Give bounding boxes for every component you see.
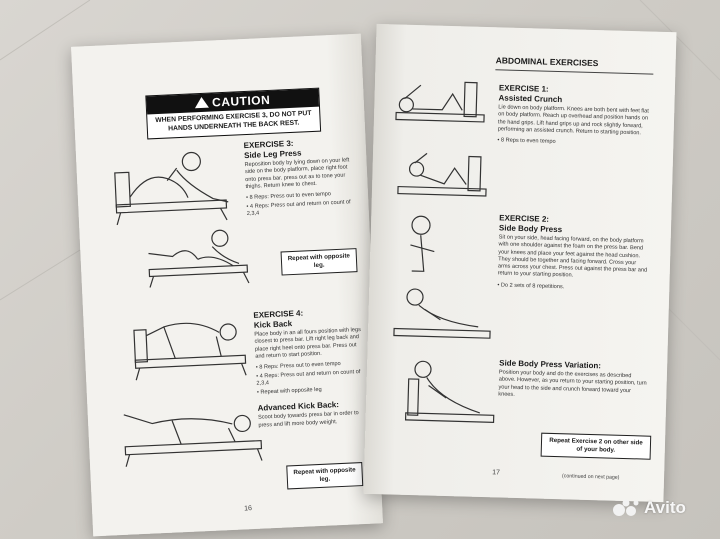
- exercise-1-body: Lie down on body platform. Knees are bot…: [497, 104, 649, 137]
- exercise-4-block: EXERCISE 4: Kick Back Place body in an a…: [253, 306, 368, 430]
- exercise-3-repeat-note: Repeat with opposite leg.: [280, 248, 358, 276]
- exercise-2-block: EXERCISE 2: Side Body Press Sit on your …: [497, 213, 651, 293]
- section-rule: [495, 69, 654, 75]
- variation-block: Side Body Press Variation: Position your…: [498, 357, 649, 402]
- right-page-number: 17: [492, 469, 501, 477]
- right-page: ABDOMINAL EXERCISES EXERCISE 1: Assisted…: [363, 23, 677, 503]
- illustration-side-leg-press-1: [114, 151, 229, 226]
- exercise-1-block: EXERCISE 1: Assisted Crunch Lie down on …: [497, 83, 655, 149]
- continued-note: (continued on next page): [561, 473, 620, 481]
- illustration-kick-back: [133, 322, 247, 381]
- illustration-side-leg-press-2: [148, 229, 250, 288]
- caution-box: CAUTION WHEN PERFORMING EXERCISE 3, DO N…: [145, 87, 322, 140]
- avito-logo-icon: [613, 499, 639, 516]
- avito-wordmark: Avito: [644, 498, 686, 517]
- illustration-side-body-press-variation: [404, 360, 495, 423]
- avito-watermark: Avito: [612, 498, 686, 518]
- exercise-1-bullet-1: • 8 Reps to even tempo: [497, 137, 556, 146]
- advanced-kick-back-body: Scoot body towards press bar in order to…: [257, 410, 359, 429]
- exercise-2-body: Sit on your side, head facing forward, o…: [497, 234, 648, 279]
- left-page: CAUTION WHEN PERFORMING EXERCISE 3, DO N…: [71, 33, 383, 537]
- exercise-3-block: EXERCISE 3: Side Leg Press Reposition bo…: [243, 136, 356, 219]
- illustration-advanced-kick-back: [123, 414, 263, 467]
- exercise-4-body: Place body in an all fours position with…: [254, 326, 361, 360]
- illustration-assisted-crunch-2: [397, 152, 487, 197]
- exercise-2-bullet-1: • Do 2 sets of 8 repetitions.: [497, 281, 565, 290]
- left-page-number: 16: [244, 505, 253, 513]
- illustration-side-body-press: [393, 215, 491, 339]
- caution-label: CAUTION: [211, 92, 271, 110]
- variation-body: Position your body and do the exercises …: [498, 369, 647, 398]
- section-title: ABDOMINAL EXERCISES: [495, 55, 599, 69]
- illustration-assisted-crunch-1: [395, 81, 485, 123]
- exercise-3-body: Reposition body by lying down on your le…: [244, 157, 350, 190]
- exercise-4-repeat-note: Repeat with opposite leg.: [286, 462, 364, 489]
- caution-icon: [194, 96, 210, 109]
- exercise-2-repeat-note: Repeat Exercise 2 on other side of your …: [540, 432, 652, 460]
